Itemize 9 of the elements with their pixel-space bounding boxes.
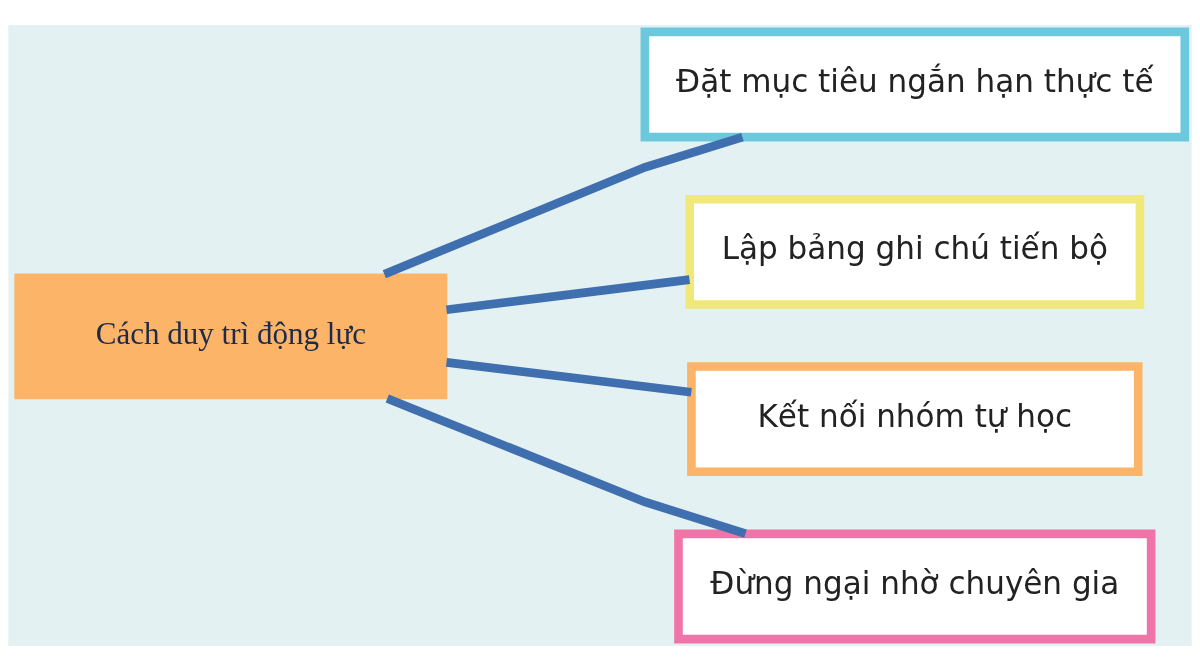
node-box: Kết nối nhóm tự học [687,361,1143,476]
connector [385,394,747,538]
node-box: Cách duy trì động lực [14,272,448,399]
node-box: Đừng ngại nhờ chuyên gia [674,529,1156,643]
connector [445,357,692,396]
connector [382,132,744,278]
node-box: Lập bảng ghi chú tiến bộ [685,194,1145,309]
connector [445,274,691,314]
node-box: Đặt mục tiêu ngắn hạn thực tế [640,27,1190,141]
